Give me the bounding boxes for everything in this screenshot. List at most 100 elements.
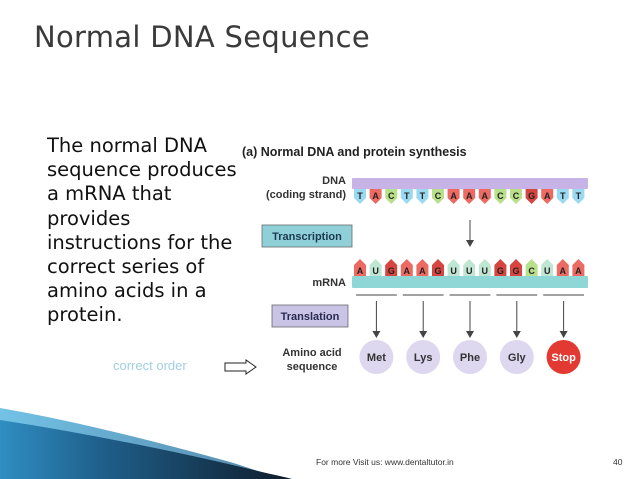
dna-base-7 <box>463 189 476 204</box>
dna-base-6 <box>447 189 460 204</box>
mrna-base-letter-0: A <box>357 266 364 276</box>
mrna-base-letter-4: A <box>419 266 426 276</box>
mrna-base-letter-11: C <box>528 266 535 276</box>
translation-label: Translation <box>281 311 340 323</box>
mrna-base-2 <box>385 259 398 276</box>
dna-base-letter-9: C <box>497 191 504 201</box>
mrna-base-11 <box>525 259 538 276</box>
dna-base-letter-2: C <box>388 191 395 201</box>
mrna-base-letter-6: U <box>450 266 457 276</box>
dna-base-2 <box>385 189 398 204</box>
dna-base-10 <box>510 189 522 204</box>
translation-arrow-head-3 <box>512 331 521 338</box>
mrna-base-5 <box>432 259 444 276</box>
body-text: The normal DNA sequence produces a mRNA … <box>47 134 237 327</box>
mrna-base-12 <box>541 259 554 276</box>
amino-acid-circle-3 <box>499 340 534 374</box>
translation-arrow-head-0 <box>372 331 381 338</box>
dna-base-1 <box>369 189 382 204</box>
dna-base-12 <box>541 189 554 204</box>
dna-base-letter-6: A <box>450 191 457 201</box>
mrna-base-7 <box>463 259 476 276</box>
mrna-base-6 <box>447 259 460 276</box>
page-number: 40 <box>613 457 623 467</box>
amino-acid-circle-0 <box>359 340 394 374</box>
mrna-base-letter-1: U <box>372 266 379 276</box>
amino-acid-label-3: Gly <box>508 352 527 364</box>
transcription-arrow-head <box>466 240 474 247</box>
dna-backbone <box>352 178 588 189</box>
dna-base-9 <box>494 189 507 204</box>
overlay-text: correct order <box>113 358 187 373</box>
dna-base-13 <box>556 189 569 204</box>
translation-arrow-head-1 <box>419 331 428 338</box>
mrna-base-4 <box>416 259 429 276</box>
dna-base-3 <box>400 189 413 204</box>
mrna-label: mRNA <box>312 277 346 289</box>
mrna-base-1 <box>369 259 382 276</box>
amino-acid-circle-1 <box>406 340 441 374</box>
mrna-base-0 <box>354 259 366 276</box>
dna-base-letter-1: A <box>372 191 379 201</box>
figure-heading: (a) Normal DNA and protein synthesis <box>242 145 467 159</box>
slide-title: Normal DNA Sequence <box>34 20 370 54</box>
footer-text: For more Visit us: www.dentaltutor.in <box>316 457 454 467</box>
mrna-base-13 <box>556 259 569 276</box>
mrna-base-8 <box>478 259 491 276</box>
amino-acids: Met Lys Phe Gly Stop <box>359 340 581 374</box>
dna-base-0 <box>354 189 366 204</box>
translation-arrow-head-4 <box>559 331 568 338</box>
right-arrow-icon <box>224 359 257 375</box>
transcription-label: Transcription <box>272 231 342 243</box>
dna-base-4 <box>416 189 429 204</box>
amino-acid-label-2: Phe <box>460 352 480 364</box>
swoosh-dark-band <box>0 420 292 479</box>
mrna-base-3 <box>400 259 413 276</box>
dna-base-letter-7: A <box>466 191 473 201</box>
mrna-base-letter-14: A <box>575 266 582 276</box>
dna-base-14 <box>572 189 585 204</box>
dna-base-letter-8: A <box>482 191 489 201</box>
translation-arrow-head-2 <box>466 331 474 338</box>
amino-acid-label-4: Stop <box>551 352 576 364</box>
dna-base-letter-13: T <box>560 191 566 201</box>
amino-acid-label-0: Met <box>367 352 386 364</box>
dna-base-letter-3: T <box>404 191 410 201</box>
dna-base-letter-11: G <box>528 191 535 201</box>
dna-base-letter-10: C <box>513 191 520 201</box>
amino-label-line1: Amino acid <box>282 347 341 359</box>
mrna-base-letter-3: A <box>404 266 411 276</box>
dna-base-letter-4: T <box>420 191 426 201</box>
dna-base-letter-12: A <box>544 191 551 201</box>
mrna-backbone <box>352 276 588 288</box>
dna-base-11 <box>525 189 538 204</box>
amino-acid-circle-4 <box>546 340 581 374</box>
dna-base-letter-14: T <box>576 191 582 201</box>
mrna-base-letter-13: A <box>560 266 567 276</box>
amino-label-line2: sequence <box>287 361 338 373</box>
mrna-base-14 <box>572 259 585 276</box>
amino-acid-circle-2 <box>453 340 487 374</box>
dna-base-letter-0: T <box>357 191 363 201</box>
translation-arrows <box>372 301 568 338</box>
mrna-base-10 <box>510 259 522 276</box>
mrna-base-letter-2: G <box>388 266 395 276</box>
dna-base-8 <box>478 189 491 204</box>
mrna-base-letter-7: U <box>466 266 473 276</box>
transcription-box <box>261 224 353 248</box>
amino-acid-label-1: Lys <box>414 352 433 364</box>
mrna-base-9 <box>494 259 507 276</box>
dna-base-5 <box>432 189 444 204</box>
dna-label-line2: (coding strand) <box>266 189 346 201</box>
dna-label-line1: DNA <box>322 175 346 187</box>
mrna-base-letter-10: G <box>512 266 519 276</box>
translation-box <box>271 304 349 328</box>
mrna-base-letter-8: U <box>482 266 489 276</box>
mrna-base-letter-9: G <box>497 266 504 276</box>
dna-protein-figure: (a) Normal DNA and protein synthesis DNA… <box>242 145 588 374</box>
mrna-base-letter-5: G <box>434 266 441 276</box>
